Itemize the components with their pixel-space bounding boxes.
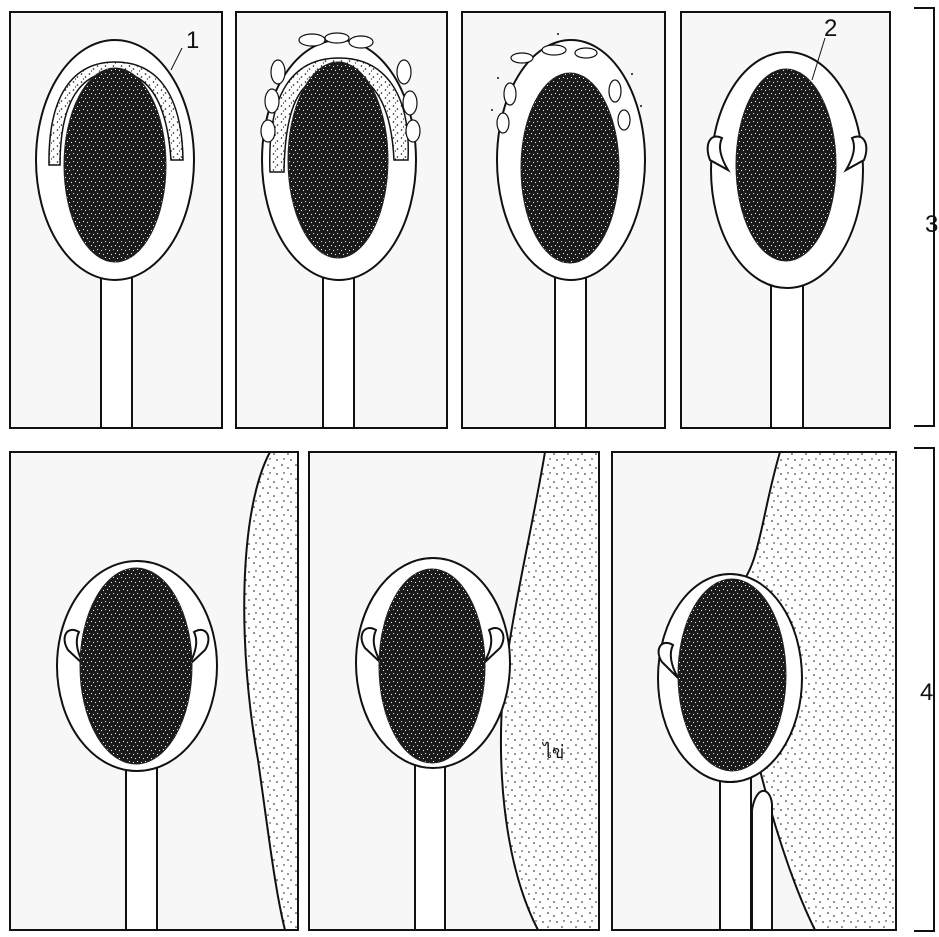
row-bottom-label: 4 [920,679,933,706]
stage-7 [612,452,896,930]
stage-6: ไข่ [309,452,599,930]
stage-2 [236,12,447,428]
stage-3 [462,12,665,428]
bottom-row: ไข่ [10,452,896,930]
stage-4: 2 [681,12,890,428]
nucleus-marker: 2 [824,15,837,42]
egg-mark: ไข่ [541,741,564,763]
top-row: 1 [10,12,890,428]
stage-5 [10,452,298,930]
acrosome-marker: 1 [186,27,199,54]
stage-1: 1 [10,12,222,428]
row-top-label: 3 [925,211,938,238]
